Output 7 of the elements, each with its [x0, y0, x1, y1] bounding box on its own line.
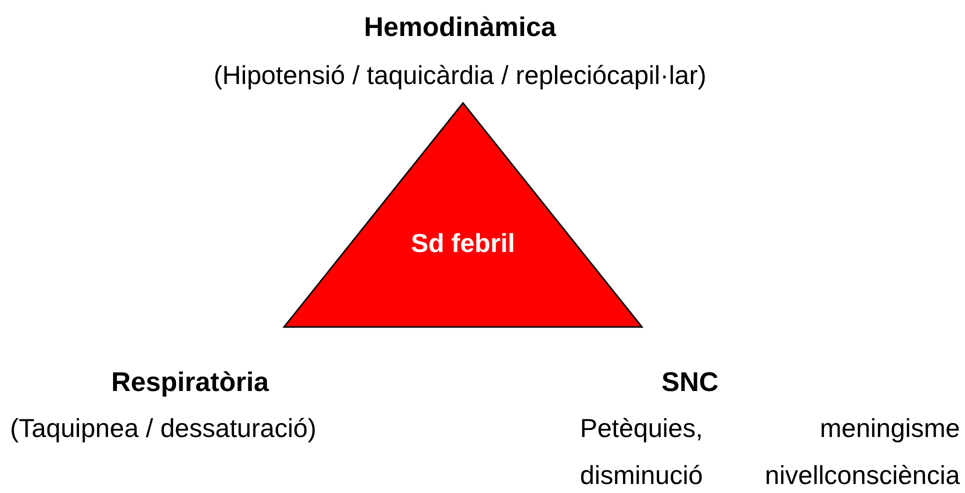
- heading: Hemodinàmica: [362, 11, 558, 44]
- heading: SNC: [660, 366, 720, 399]
- description-text: Petèquies, meningisme disminució nivellconsciència: [580, 412, 960, 492]
- description-text: (Taquipnea / dessaturació): [10, 412, 318, 445]
- node-label: Sd febril: [410, 228, 516, 260]
- description-text: (Hipotensió / taquicàrdia / repleciócapil·lar): [212, 59, 708, 92]
- heading: Respiratòria: [110, 366, 270, 399]
